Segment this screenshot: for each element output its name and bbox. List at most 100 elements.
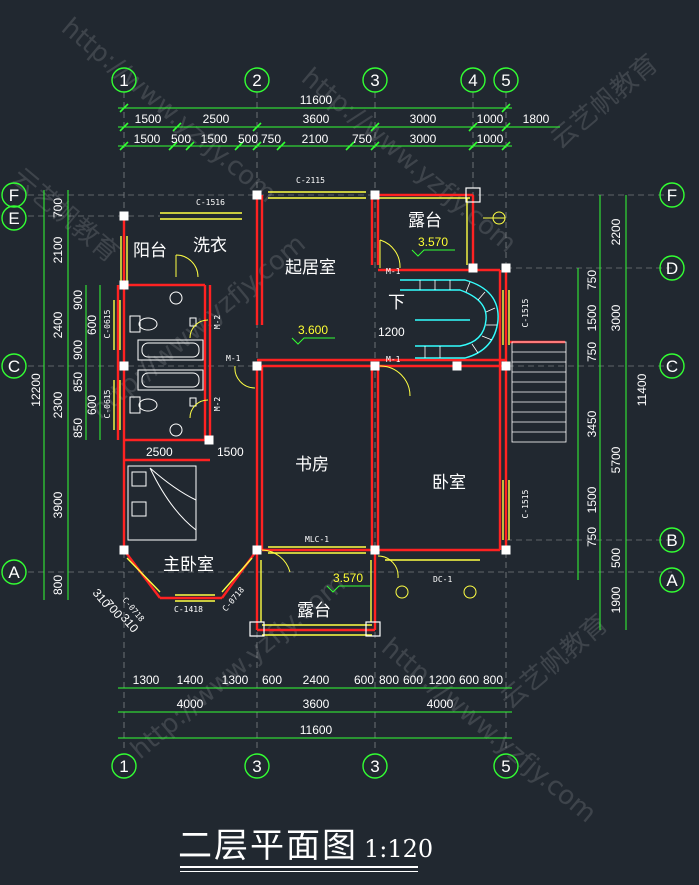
dim-mid-1500: 1500 [217,445,244,459]
room-terrace-bottom: 露台 [297,601,331,621]
dim-left-inner-5: 850 [71,418,85,438]
dim-right-inner-3: 3450 [585,410,599,437]
left-dim-texts: 700 2100 2400 2300 3900 800 12200 900 60… [29,198,112,595]
tag-m1c: M-1 [226,354,241,363]
dim-right-inner-5: 750 [585,527,599,547]
axis-top-5: 5 [501,71,510,90]
watermark-brand: 云艺帆教育 [495,609,614,716]
dim-bot-r1-8: 1200 [429,673,456,687]
dim-mid-2500: 2500 [146,445,173,459]
dim-right-inner-0: 750 [585,270,599,290]
dim-top-r1-3: 3000 [410,112,437,126]
stair-width: 1200 [378,325,405,339]
columns [119,190,511,555]
room-balcony: 阳台 [133,241,167,261]
axis-bottom-1: 1 [119,757,128,776]
room-bedroom: 卧室 [432,473,466,493]
axis-bottom-3b: 3 [370,757,379,776]
dim-top-r1-5: 1800 [523,112,550,126]
dim-right-1: 3000 [609,304,623,331]
left-dim-lines [43,190,101,600]
dim-right-inner-1: 1500 [585,304,599,331]
dim-bot-r1-1: 1400 [177,673,204,687]
dim-top-r2-4: 750 [261,132,281,146]
tag-m1b: M-1 [386,355,401,364]
dim-top-overall: 11600 [300,93,333,107]
axis-labels: 1 2 3 4 5 1 3 3 5 F E C A F D C B A [8,71,678,776]
stair-down: 下 [388,293,405,313]
top-dim-texts: 11600 1500 2500 3600 3000 1000 1800 1500… [134,93,550,146]
tag-dc1: DC-1 [433,575,452,584]
dim-top-r2-7: 3000 [410,132,437,146]
terrace-posts [249,187,481,637]
dim-bot-r2-2: 4000 [427,697,454,711]
axis-left-A: A [8,563,20,582]
dim-top-r2-0: 1500 [134,132,161,146]
tag-c2115: C-2115 [296,176,325,185]
dim-bot-r2-1: 3600 [303,697,330,711]
watermark-brand: 云艺帆教育 [545,49,664,156]
dim-left-4: 3900 [51,491,65,518]
axis-right-B: B [666,531,677,550]
title-underline [180,866,418,868]
tag-c0615a: C-0615 [103,309,112,338]
dim-left-1: 2100 [51,236,65,263]
dim-right-inner-2: 750 [585,342,599,362]
dim-bot-r1-2: 1300 [222,673,249,687]
dim-left-inner-0: 900 [71,290,85,310]
tag-m2b: M-2 [213,397,222,412]
watermark-url: http://www.yzfjy.com [56,12,282,209]
dim-left-overall: 12200 [29,373,43,407]
dim-bot-r1-5: 600 [354,673,374,687]
dim-left-inner-3: 850 [71,372,85,392]
dim-left-inner-1: 600 [85,315,99,335]
room-laundry: 洗衣 [193,236,227,256]
dim-left-5: 800 [51,575,65,595]
dim-top-r2-3: 500 [238,132,258,146]
dim-bot-r1-3: 600 [262,673,282,687]
level-living: 3.600 [298,323,328,337]
right-dim-texts: 2200 3000 5700 1900 11400 750 1500 750 3… [585,218,649,613]
room-living: 起居室 [285,258,336,278]
dim-right-2: 5700 [609,446,623,473]
drawing-title-name: 二层平面图 [178,826,358,866]
axis-left-F: F [9,186,19,205]
dim-top-r1-1: 2500 [203,112,230,126]
axis-top-3: 3 [370,71,379,90]
tag-m1a: M-1 [386,267,401,276]
tag-c1515a: C-1515 [521,298,530,327]
dim-bot-r1-7: 600 [403,673,423,687]
axis-left-E: E [8,209,19,228]
tag-c1418: C-1418 [174,605,203,614]
right-dim-lines [577,195,627,630]
tag-c1516-top: C-1516 [196,198,225,207]
axis-right-C: C [666,357,678,376]
dim-bot-r1-10: 800 [483,673,503,687]
tag-m2a: M-2 [213,315,222,330]
bottom-dim-lines [118,687,512,739]
dim-left-0: 700 [51,198,65,218]
dim-bot-r1-4: 2400 [303,673,330,687]
dim-top-r2-6: 750 [352,132,372,146]
dim-bot-r1-0: 1300 [133,673,160,687]
dim-right-3: 1900 [609,586,623,613]
dim-bot-r1-6: 800 [379,673,399,687]
room-terrace-top: 露台 [408,211,442,231]
dim-bot-r2-0: 4000 [177,697,204,711]
axis-bubbles [1,67,685,779]
level-terrace-top: 3.570 [418,235,448,249]
dim-left-2: 2400 [51,311,65,338]
axis-top-4: 4 [468,71,477,90]
drawing-title-scale: 1:120 [364,835,434,863]
windows [113,191,510,636]
dim-top-r2-8: 1000 [477,132,504,146]
dim-bot-overall: 11600 [300,723,333,737]
watermarks: http://www.yzfjy.com http://www.yzfjy.co… [6,12,665,829]
axis-top-1: 1 [119,71,128,90]
dim-top-r1-0: 1500 [135,112,162,126]
tag-c1515b: C-1515 [521,489,530,518]
room-master: 主卧室 [163,555,214,575]
axis-bottom-3a: 3 [252,757,261,776]
exterior-stair [511,341,567,443]
